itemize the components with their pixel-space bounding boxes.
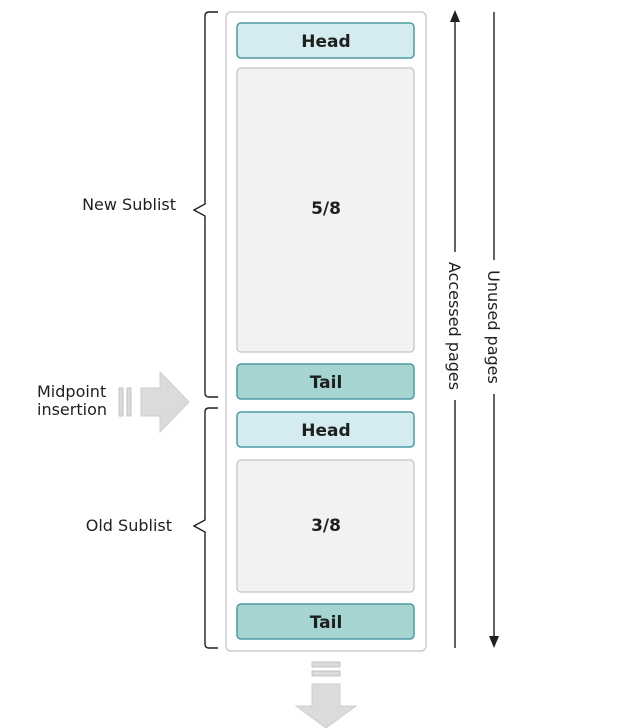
old-sublist-head-label: Head bbox=[301, 421, 350, 441]
new-sublist-tail-box bbox=[236, 363, 415, 400]
old-sublist-fraction: 3/8 bbox=[311, 516, 341, 536]
new-sublist-head-box bbox=[236, 22, 415, 59]
old-sublist-tail-box bbox=[236, 603, 415, 640]
unused-pages-arrow bbox=[489, 12, 499, 648]
new-sublist-label: New Sublist bbox=[82, 195, 176, 214]
old-sublist: Head 3/8 Tail bbox=[236, 411, 415, 640]
midpoint-label-line1: Midpoint bbox=[37, 382, 106, 401]
new-sublist-body-box bbox=[236, 67, 415, 353]
midpoint-label-line2: insertion bbox=[37, 400, 107, 419]
old-sublist-head-box bbox=[236, 411, 415, 448]
midpoint-insertion-arrow-icon bbox=[118, 370, 190, 434]
new-sublist: Head 5/8 Tail bbox=[236, 22, 415, 400]
new-sublist-tail-label: Tail bbox=[310, 373, 343, 393]
new-sublist-head-label: Head bbox=[301, 32, 350, 52]
eviction-arrow-icon bbox=[294, 661, 358, 728]
old-sublist-body-box bbox=[236, 459, 415, 593]
old-sublist-label: Old Sublist bbox=[86, 516, 172, 535]
accessed-pages-label: Accessed pages bbox=[445, 262, 464, 390]
unused-pages-label: Unused pages bbox=[484, 270, 503, 384]
accessed-pages-arrow bbox=[450, 10, 460, 648]
new-sublist-brace bbox=[192, 11, 218, 398]
old-sublist-brace bbox=[192, 407, 218, 649]
old-sublist-tail-label: Tail bbox=[310, 613, 343, 633]
new-sublist-fraction: 5/8 bbox=[311, 199, 341, 219]
